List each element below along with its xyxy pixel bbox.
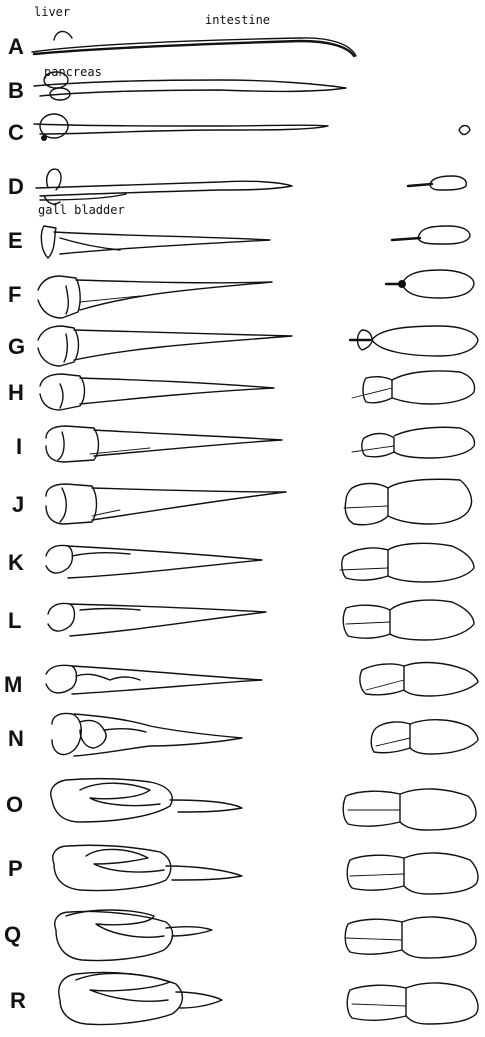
- row-label-n: N: [8, 726, 24, 751]
- label-gall-bladder: gall bladder: [38, 203, 125, 217]
- gut-drawing-m: [46, 663, 478, 696]
- row-label-l: L: [8, 608, 21, 633]
- gut-drawing-p: [53, 845, 478, 894]
- row-label-c: C: [8, 120, 24, 145]
- row-label-e: E: [8, 228, 23, 253]
- gut-drawing-a: [32, 31, 356, 56]
- gut-drawing-r: [59, 972, 478, 1024]
- gut-drawing-l: [48, 600, 474, 640]
- row-label-a: A: [8, 34, 24, 59]
- row-label-r: R: [10, 988, 26, 1013]
- row-label-o: O: [6, 792, 23, 817]
- row-label-p: P: [8, 856, 23, 881]
- gut-drawing-f: [38, 270, 474, 318]
- row-label-h: H: [8, 380, 24, 405]
- row-label-f: F: [8, 282, 21, 307]
- gut-drawing-k: [46, 543, 474, 582]
- gut-drawing-q: [55, 910, 476, 961]
- row-label-i: I: [16, 434, 22, 459]
- gut-drawing-d: [36, 169, 466, 204]
- label-intestine: intestine: [205, 13, 270, 27]
- row-label-j: J: [12, 492, 24, 517]
- row-label-g: G: [8, 334, 25, 359]
- row-label-m: M: [4, 672, 22, 697]
- gut-drawing-e: [41, 226, 470, 258]
- gut-drawing-g: [38, 326, 478, 366]
- row-label-q: Q: [4, 922, 21, 947]
- gut-drawing-c: [34, 114, 470, 141]
- row-label-b: B: [8, 78, 24, 103]
- gut-drawing-n: [52, 713, 478, 756]
- row-label-d: D: [8, 174, 24, 199]
- row-label-k: K: [8, 550, 24, 575]
- gut-drawing-o: [51, 779, 476, 830]
- gut-drawing-j: [46, 479, 472, 524]
- gut-drawing-i: [46, 426, 474, 462]
- label-liver: liver: [34, 5, 70, 19]
- gut-drawing-h: [40, 371, 474, 410]
